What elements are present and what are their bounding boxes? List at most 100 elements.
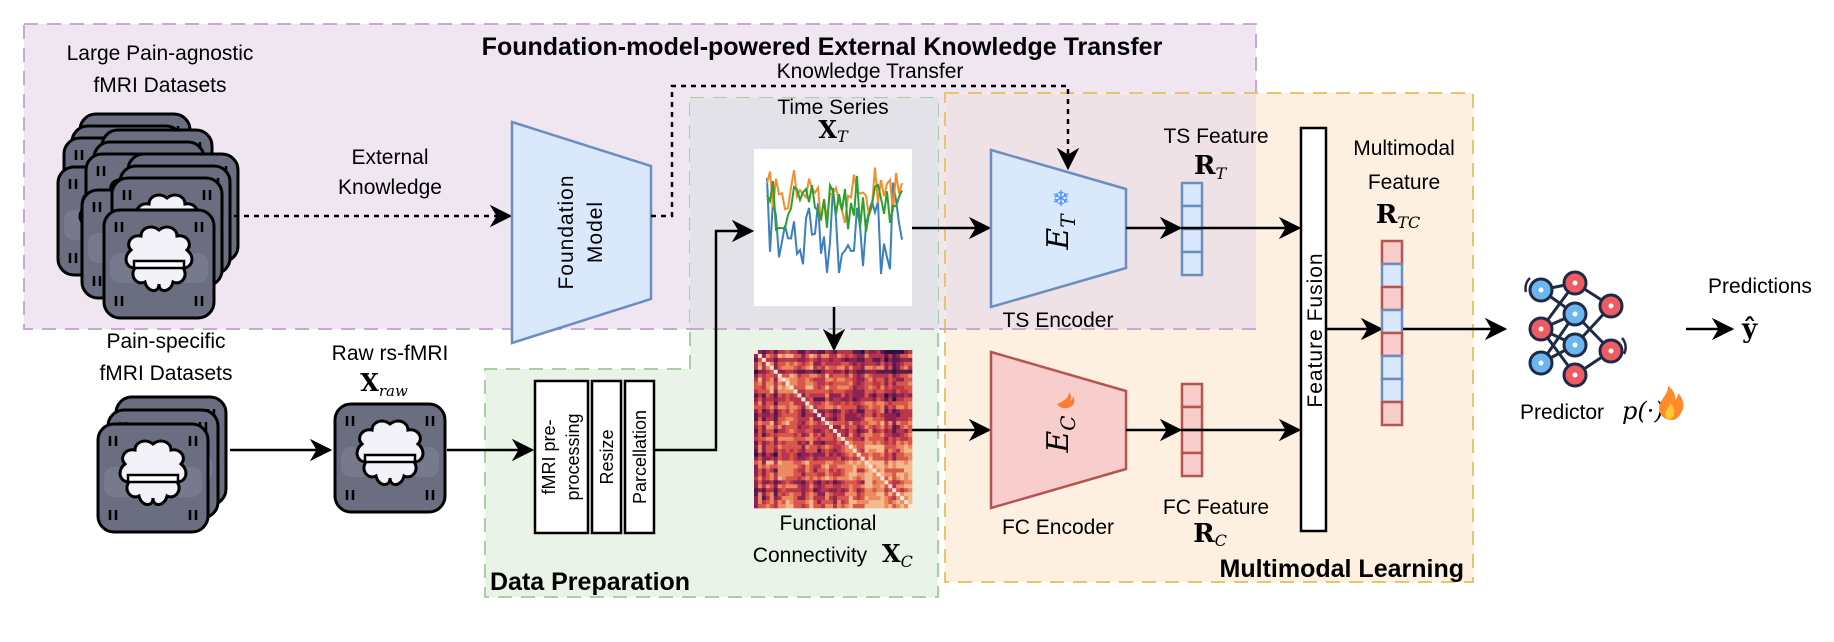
heatmap-cell	[876, 436, 881, 442]
heatmap-cell	[892, 389, 897, 394]
heatmap-cell	[801, 448, 806, 453]
heatmap-cell	[880, 361, 885, 367]
prediction-output-symbol: ŷ	[1741, 314, 1758, 344]
heatmap-cell	[836, 377, 842, 382]
heatmap-cell	[757, 492, 763, 497]
heatmap-cell	[892, 432, 897, 438]
heatmap-cell	[789, 472, 794, 477]
heatmap-cell	[765, 373, 771, 378]
heatmap-cell	[836, 373, 842, 378]
heatmap-cell	[860, 397, 865, 402]
heatmap-cell	[785, 377, 790, 382]
heatmap-cell	[884, 409, 889, 414]
heatmap-cell	[765, 353, 771, 359]
heatmap-cell	[864, 377, 869, 382]
heatmap-cell	[754, 425, 759, 430]
heatmap-cell	[825, 361, 830, 367]
heatmap-cell	[789, 496, 794, 501]
heatmap-cell	[836, 496, 842, 501]
heatmap-cell	[908, 413, 913, 418]
heatmap-cell	[864, 421, 869, 426]
heatmap-cell	[757, 504, 763, 509]
heatmap-cell	[840, 369, 846, 374]
heatmap-cell	[793, 456, 798, 461]
heatmap-cell	[829, 381, 834, 386]
heatmap-cell	[777, 417, 782, 422]
heatmap-cell	[908, 393, 913, 398]
heatmap-cell	[813, 397, 818, 402]
heatmap-cell	[904, 413, 909, 418]
heatmap-cell	[888, 492, 893, 497]
heatmap-cell	[761, 365, 767, 371]
heatmap-cell	[840, 385, 846, 390]
heatmap-cell	[773, 421, 778, 426]
heatmap-cell	[829, 365, 834, 371]
heatmap-cell	[888, 369, 893, 374]
heatmap-cell	[892, 472, 897, 477]
heatmap-cell	[829, 460, 834, 465]
heatmap-cell	[896, 429, 901, 434]
heatmap-cell	[813, 357, 818, 363]
heatmap-cell	[829, 373, 834, 378]
heatmap-cell	[833, 444, 838, 450]
heatmap-cell	[754, 500, 759, 505]
heatmap-cell	[773, 460, 778, 465]
heatmap-cell	[825, 401, 830, 406]
heatmap-cell	[872, 484, 877, 489]
heatmap-cell	[884, 413, 889, 418]
heatmap-cell	[852, 365, 857, 371]
heatmap-cell	[789, 468, 794, 473]
heatmap-cell	[789, 397, 794, 402]
heatmap-cell	[880, 385, 885, 390]
heatmap-cell	[825, 397, 830, 402]
heatmap-cell	[880, 496, 885, 501]
heatmap-cell	[908, 452, 913, 457]
heatmap-cell	[793, 417, 798, 422]
heatmap-cell	[868, 381, 873, 386]
heatmap-cell	[840, 504, 846, 509]
fc-encoder-symbol: EC	[1041, 415, 1080, 453]
heatmap-cell	[864, 492, 869, 497]
heatmap-cell	[836, 444, 842, 450]
heatmap-cell	[765, 381, 771, 386]
heatmap-cell	[856, 448, 861, 453]
heatmap-cell	[773, 472, 778, 477]
heatmap-cell	[825, 405, 830, 410]
heatmap-cell	[876, 381, 881, 386]
heatmap-cell	[777, 405, 782, 410]
large-dataset-stack-icon	[56, 112, 240, 320]
heatmap-cell	[864, 432, 869, 438]
heatmap-cell	[848, 464, 854, 469]
heatmap-cell	[757, 361, 763, 367]
heatmap-cell	[825, 476, 830, 481]
heatmap-cell	[789, 421, 794, 426]
heatmap-cell	[896, 448, 901, 453]
heatmap-cell	[868, 496, 873, 501]
heatmap-cell	[833, 448, 838, 453]
heatmap-cell	[833, 397, 838, 402]
heatmap-cell	[781, 425, 786, 430]
heatmap-cell	[880, 365, 885, 371]
heatmap-cell	[829, 425, 834, 430]
heatmap-cell	[884, 350, 889, 355]
heatmap-cell	[805, 405, 810, 410]
heatmap-cell	[860, 476, 865, 481]
heatmap-cell	[908, 436, 913, 442]
heatmap-cell	[856, 444, 861, 450]
heatmap-cell	[880, 468, 885, 473]
heatmap-cell	[805, 460, 810, 465]
heatmap-cell	[840, 500, 846, 505]
heatmap-cell	[801, 357, 806, 363]
heatmap-cell	[829, 405, 834, 410]
heatmap-cell	[769, 432, 775, 438]
heatmap-cell	[805, 488, 810, 493]
heatmap-cell	[773, 369, 778, 374]
heatmap-cell	[884, 476, 889, 481]
heatmap-cell	[793, 413, 798, 418]
heatmap-cell	[785, 393, 790, 398]
heatmap-cell	[777, 350, 782, 355]
heatmap-cell	[840, 417, 846, 422]
heatmap-cell	[777, 468, 782, 473]
heatmap-cell	[809, 385, 814, 390]
heatmap-cell	[825, 480, 830, 485]
